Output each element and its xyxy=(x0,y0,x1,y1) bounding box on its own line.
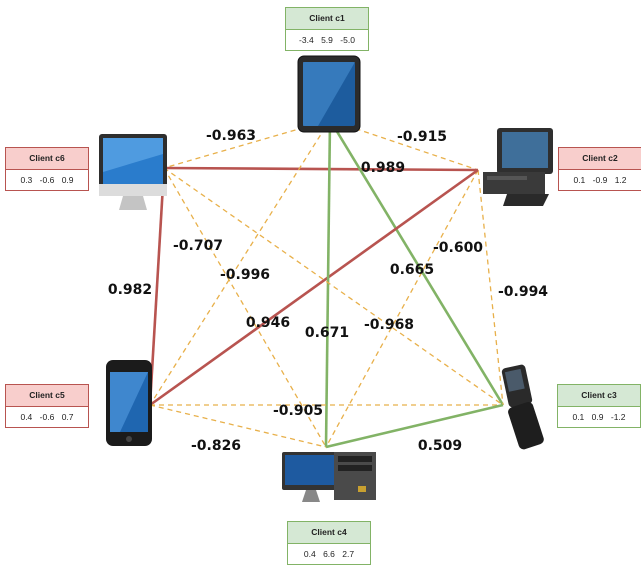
client-value: 0.9 xyxy=(591,412,604,422)
client-value: 1.2 xyxy=(614,175,627,185)
edge-label-c6-c5: 0.982 xyxy=(108,282,152,298)
edge-labels-layer: -0.963 -0.915 0.989 -0.707 -0.996 -0.600 0.665… xyxy=(108,128,548,454)
client-title: Client c2 xyxy=(559,148,641,170)
imac-icon xyxy=(99,134,167,210)
client-values: 0.1 -0.9 1.2 xyxy=(559,170,641,190)
smartphone-icon xyxy=(106,360,152,446)
edge-c1-c2 xyxy=(329,119,479,171)
edge-label-c5-c2: 0.946 xyxy=(246,315,290,331)
edge-c1-c5 xyxy=(149,119,331,406)
client-value: 5.9 xyxy=(321,35,333,45)
edge-c2-c3 xyxy=(477,169,504,406)
client-values: -3.4 5.9 -5.0 xyxy=(286,30,368,50)
client-box-c5: Client c5 0.4 -0.6 0.7 xyxy=(5,384,89,428)
monitor-tower-icon xyxy=(282,452,376,502)
edge-label-c6-c4: -0.707 xyxy=(173,238,223,254)
devices-layer xyxy=(99,55,553,502)
edge-c1-c4 xyxy=(324,119,332,448)
client-value: 0.4 xyxy=(303,549,316,559)
edge-label-c2-c4: -0.600 xyxy=(433,240,483,256)
client-value: -0.9 xyxy=(592,175,608,185)
client-box-c1: Client c1 -3.4 5.9 -5.0 xyxy=(285,7,369,51)
edge-c6-c3 xyxy=(163,167,504,406)
edge-label-c1-c3: 0.665 xyxy=(390,262,434,278)
client-value: -1.2 xyxy=(610,412,626,422)
client-value: 0.9 xyxy=(61,175,74,185)
client-value: -3.4 xyxy=(299,35,314,45)
client-values: 0.4 -0.6 0.7 xyxy=(6,407,88,427)
client-title: Client c5 xyxy=(6,385,88,407)
client-value: 0.1 xyxy=(573,175,586,185)
edge-label-c1-c6: -0.963 xyxy=(206,128,256,144)
edge-label-c1-c5: -0.996 xyxy=(220,267,270,283)
edges-layer xyxy=(148,119,505,449)
client-value: 6.6 xyxy=(323,549,335,559)
client-value: -0.6 xyxy=(39,412,55,422)
client-value: -0.6 xyxy=(39,175,55,185)
client-value: 0.3 xyxy=(20,175,33,185)
edge-c5-c2 xyxy=(149,168,479,407)
client-box-c6: Client c6 0.3 -0.6 0.9 xyxy=(5,147,89,191)
client-value: 0.7 xyxy=(61,412,74,422)
client-value: 0.4 xyxy=(20,412,33,422)
edge-c2-c4 xyxy=(325,169,479,448)
client-values: 0.1 0.9 -1.2 xyxy=(558,407,640,427)
edge-label-c6-c2: 0.989 xyxy=(361,160,405,176)
edge-label-c1-c4: 0.671 xyxy=(305,325,349,341)
client-box-c3: Client c3 0.1 0.9 -1.2 xyxy=(557,384,641,428)
desktop-pc-icon xyxy=(483,128,553,206)
client-value: 2.7 xyxy=(342,549,355,559)
client-values: 0.3 -0.6 0.9 xyxy=(6,170,88,190)
edge-c6-c5 xyxy=(148,167,166,406)
edge-label-c4-c3: 0.509 xyxy=(418,438,462,454)
client-box-c2: Client c2 0.1 -0.9 1.2 xyxy=(558,147,641,191)
client-title: Client c6 xyxy=(6,148,88,170)
client-title: Client c3 xyxy=(558,385,640,407)
edge-c6-c2 xyxy=(163,166,479,172)
client-value: -5.0 xyxy=(340,35,355,45)
client-value: 0.1 xyxy=(572,412,585,422)
client-values: 0.4 6.6 2.7 xyxy=(288,544,370,564)
edge-label-c6-c3: -0.968 xyxy=(364,317,414,333)
client-title: Client c1 xyxy=(286,8,368,30)
tablet-icon xyxy=(297,55,361,133)
client-box-c4: Client c4 0.4 6.6 2.7 xyxy=(287,521,371,565)
flip-phone-icon xyxy=(501,364,544,450)
edge-label-c5-c4: -0.826 xyxy=(191,438,241,454)
edge-label-c1-c2: -0.915 xyxy=(397,129,447,145)
edge-label-c2-c3: -0.994 xyxy=(498,284,548,300)
edge-c1-c3 xyxy=(328,119,505,406)
edge-label-c5-c3: -0.905 xyxy=(273,403,323,419)
edge-c4-c3 xyxy=(325,403,504,449)
edge-c5-c4 xyxy=(149,404,327,448)
client-title: Client c4 xyxy=(288,522,370,544)
